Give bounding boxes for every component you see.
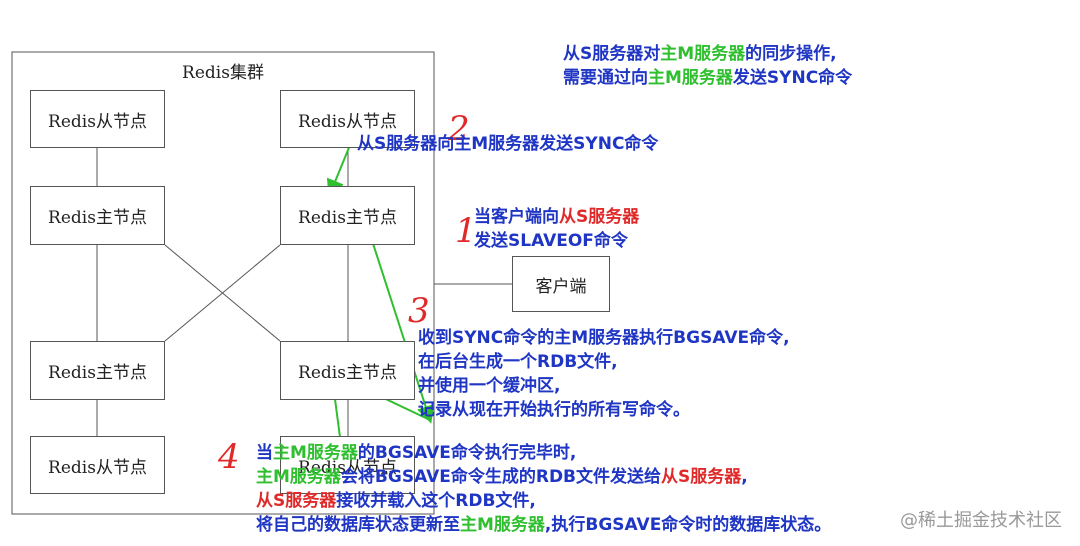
header-note-master: 主M服务器 [660, 44, 746, 64]
step2-text: 从S服务器向主M服务器发送SYNC命令 [357, 134, 659, 154]
step4-text-part: , [741, 467, 748, 487]
step4-line4: 将自己的数据库状态更新至主M服务器,执行BGSAVE命令时的数据库状态。 [256, 515, 831, 536]
step4-text-part: 当 [256, 443, 273, 463]
header-note-line1: 从S服务器对主M服务器的同步操作, [563, 44, 852, 65]
watermark: @稀土掘金技术社区 [900, 510, 1062, 531]
node-slave-top-left: Redis从节点 [30, 90, 165, 148]
step4-text-part: 将自己的数据库状态更新至 [256, 515, 460, 535]
step4-text-part: 接收并载入这个RDB文件, [336, 491, 536, 511]
step1-text: 当客户端向从S服务器 发送SLAVEOF命令 [474, 207, 639, 252]
step2-number: 2 [448, 109, 470, 149]
node-client: 客户端 [512, 256, 610, 312]
step3-number: 3 [408, 291, 430, 331]
step4-master-highlight: 主M服务器 [460, 515, 545, 535]
step4-line3: 从S服务器接收并载入这个RDB文件, [256, 491, 831, 512]
node-master-top-left: Redis主节点 [30, 186, 165, 245]
step4-line1: 当主M服务器的BGSAVE命令执行完毕时, [256, 443, 831, 464]
step3-text: 收到SYNC命令的主M服务器执行BGSAVE命令, 在后台生成一个RDB文件, … [418, 328, 790, 421]
step4-text-part: ,执行BGSAVE命令时的数据库状态。 [544, 515, 832, 535]
node-master-bottom-right: Redis主节点 [280, 341, 415, 400]
node-slave-bottom-right: Redis从节点 [280, 436, 415, 494]
step4-slave-highlight: 从S服务器 [661, 467, 742, 487]
link-cross-2 [164, 244, 281, 342]
header-note-line2: 需要通过向主M服务器发送SYNC命令 [563, 68, 852, 89]
cluster-title: Redis集群 [182, 63, 264, 83]
step1-slave-highlight: 从S服务器 [559, 207, 640, 227]
header-note-text: 需要通过向 [563, 68, 648, 88]
header-note: 从S服务器对主M服务器的同步操作, 需要通过向主M服务器发送SYNC命令 [563, 44, 852, 89]
arrow-step3-down [367, 227, 435, 424]
node-slave-top-right: Redis从节点 [280, 90, 415, 148]
node-master-top-right: Redis主节点 [280, 186, 415, 245]
step4-text-part: 会将BGSAVE命令生成的RDB文件发送给 [340, 467, 662, 487]
step4-master-highlight: 主M服务器 [273, 443, 358, 463]
cluster-border [11, 51, 435, 515]
node-master-bottom-left: Redis主节点 [30, 341, 165, 400]
step1-line2: 发送SLAVEOF命令 [474, 231, 628, 251]
step1-number: 1 [455, 211, 477, 251]
node-slave-bottom-left: Redis从节点 [30, 436, 165, 494]
step1-text-part: 当客户端向 [474, 207, 559, 227]
step3-line1: 收到SYNC命令的主M服务器执行BGSAVE命令, [418, 328, 790, 348]
header-note-text: 从S服务器对 [563, 44, 661, 64]
step4-line2: 主M服务器会将BGSAVE命令生成的RDB文件发送给从S服务器, [256, 467, 831, 488]
step4-text-part: 的BGSAVE命令执行完毕时, [357, 443, 577, 463]
header-note-master: 主M服务器 [648, 68, 733, 88]
step1-line1: 当客户端向从S服务器 [474, 207, 639, 228]
step4-text: 当主M服务器的BGSAVE命令执行完毕时, 主M服务器会将BGSAVE命令生成的… [256, 443, 831, 536]
step4-number: 4 [218, 437, 240, 477]
step3-line3: 并使用一个缓冲区, [418, 376, 561, 396]
header-note-text: 的同步操作, [745, 44, 837, 64]
step4-master-highlight: 主M服务器 [256, 467, 341, 487]
step4-slave-highlight: 从S服务器 [256, 491, 337, 511]
step3-line2: 在后台生成一个RDB文件, [418, 352, 618, 372]
header-note-text: 发送SYNC命令 [732, 68, 853, 88]
step3-line4: 记录从现在开始执行的所有写命令。 [418, 400, 690, 420]
